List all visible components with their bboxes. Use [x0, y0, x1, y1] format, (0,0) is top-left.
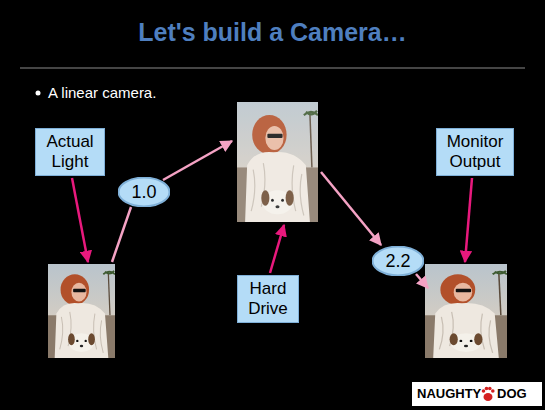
- logo-text: NAUGHTY: [417, 386, 481, 402]
- node-text: 2.2: [385, 251, 410, 272]
- gamma-ellipse: 1.0: [118, 177, 170, 207]
- node-text: 1.0: [131, 182, 156, 203]
- logo-text: DOG: [497, 386, 527, 402]
- node-text: Actual Light: [40, 132, 100, 172]
- gamma-ellipse: 2.2: [372, 246, 424, 276]
- label-box: Hard Drive: [237, 275, 299, 323]
- label-box: Actual Light: [35, 128, 105, 176]
- slide-title: Let's build a Camera…: [0, 18, 545, 47]
- node-text: Monitor Output: [441, 132, 509, 172]
- bullet-text: A linear camera.: [48, 84, 156, 102]
- label-box: Monitor Output: [436, 128, 514, 176]
- node-text: Hard Drive: [242, 279, 294, 319]
